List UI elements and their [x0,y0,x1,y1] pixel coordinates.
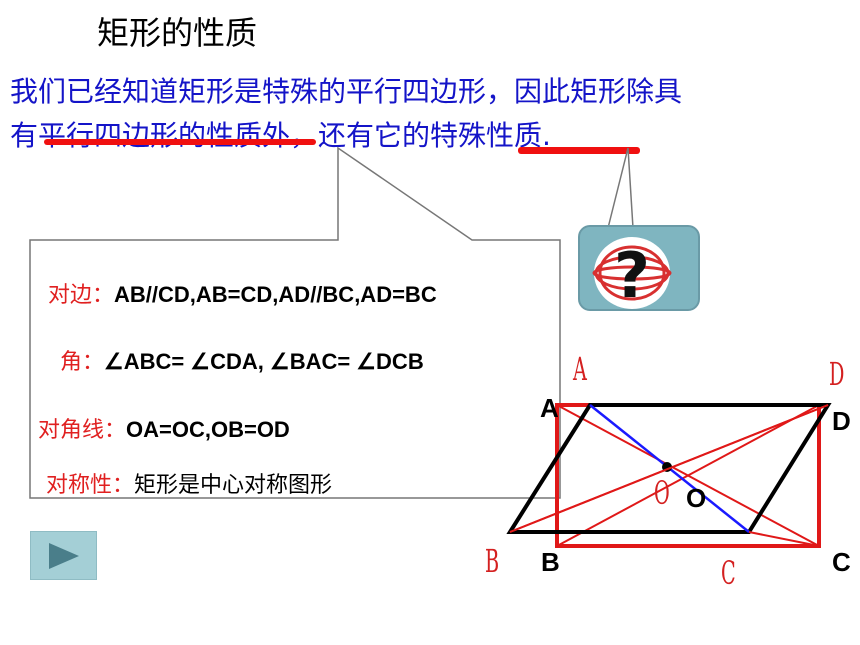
para-vertex-d: D [829,355,845,393]
property-label: 角： [60,350,105,375]
property-opposite-sides: 对边：AB//CD,AB=CD,AD//BC,AD=BC [48,277,437,309]
para-vertex-c: C [721,554,736,592]
rect-center-o: O [686,483,707,513]
svg-text:?: ? [614,239,650,309]
callout-box [29,146,561,499]
property-label: 对角线： [38,418,127,443]
highlight-underline-special [518,147,640,154]
rectangle-figure [555,403,821,548]
property-value: AB//CD,AB=CD,AD//BC,AD=BC [114,282,437,307]
question-button[interactable]: ? [578,225,700,312]
rect-vertex-c: C [832,547,851,577]
intro-line-1: 我们已经知道矩形是特殊的平行四边形，因此矩形除具 [10,75,683,108]
intro-paragraph: 我们已经知道矩形是特殊的平行四边形，因此矩形除具 有平行四边形的性质外，还有它的… [10,70,840,158]
para-center-o: O [654,474,670,512]
property-label: 对称性： [46,473,135,498]
rectangle-diagonal-bd [556,404,820,547]
rect-vertex-a: A [540,393,559,423]
intro-line-2: 有平行四边形的性质外，还有它的特殊性质. [10,119,551,152]
property-label: 对边： [48,283,115,308]
property-diagonals: 对角线：OA=OC,OB=OD [38,412,290,444]
highlight-underline-parallelogram [44,139,316,145]
page-title: 矩形的性质 [97,14,258,52]
property-symmetry: 对称性：矩形是中心对称图形 [46,467,332,499]
question-mark-icon: ? [592,237,672,312]
connector-line-1 [509,404,829,533]
play-icon [49,543,79,569]
property-angles: 角：∠ABC= ∠CDA, ∠BAC= ∠DCB [60,344,424,376]
property-value: ∠ABC= ∠CDA, ∠BAC= ∠DCB [104,349,424,374]
para-vertex-a: A [573,350,587,388]
para-vertex-b: B [485,542,500,580]
question-callout-pointer [607,147,634,229]
property-value: 矩形是中心对称图形 [134,473,333,498]
rect-vertex-d: D [832,406,851,436]
property-value: OA=OC,OB=OD [126,417,290,442]
play-button[interactable] [30,531,97,580]
rect-vertex-b: B [541,547,560,577]
connector-line-2 [748,531,820,547]
